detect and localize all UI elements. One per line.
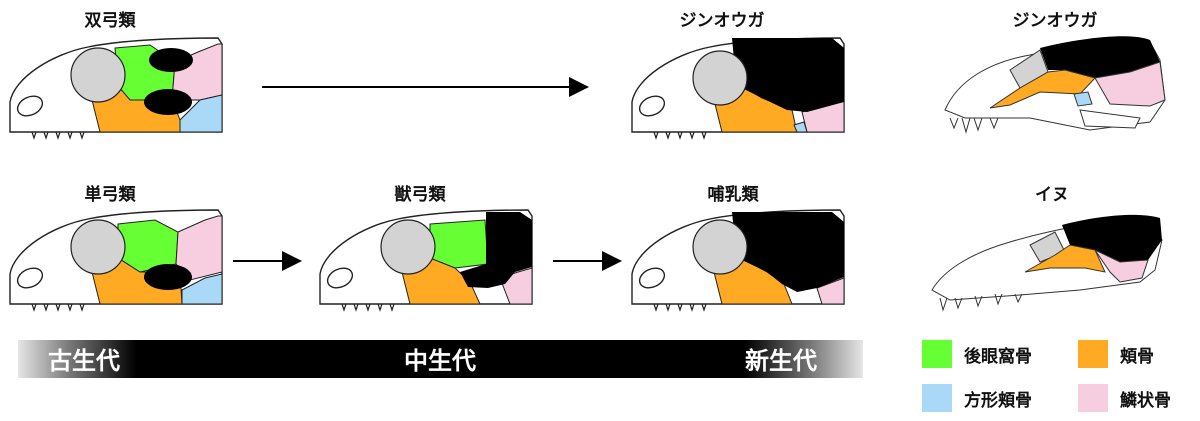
postorbital-bone xyxy=(429,219,489,269)
orbit xyxy=(692,219,748,275)
quadratojugal-bone xyxy=(179,94,223,133)
era-mesozoic: 中生代 xyxy=(404,347,476,375)
legend-label: 方形頬骨 xyxy=(964,390,1032,411)
skull-jinouga-real xyxy=(944,36,1166,134)
legend-label: 後眼窩骨 xyxy=(964,346,1032,367)
fused-fenestra xyxy=(732,212,844,292)
label-synapsid: 単弓類 xyxy=(84,185,136,205)
temporal-fenestra xyxy=(460,212,532,288)
skull-mammal xyxy=(631,209,845,311)
legend-swatch xyxy=(1078,340,1108,368)
label-dog: イヌ xyxy=(1035,185,1069,205)
era-cenozoic: 新生代 xyxy=(745,347,817,375)
jugal-bone xyxy=(1024,244,1106,273)
skull-diapsid xyxy=(9,37,223,139)
legend-swatch xyxy=(922,340,952,368)
lower-temporal-fenestra xyxy=(144,89,192,115)
skull-jinouga-diapsid xyxy=(631,37,845,139)
orbit xyxy=(70,47,126,103)
label-mammal: 哺乳類 xyxy=(707,185,759,205)
skull-synapsid xyxy=(9,209,223,311)
squamosal-bone xyxy=(1093,248,1149,283)
jugal-bone xyxy=(989,69,1096,109)
legend-label: 鱗状骨 xyxy=(1120,390,1171,411)
label-therapsid: 獣弓類 xyxy=(394,185,446,205)
quadratojugal-bone xyxy=(793,121,808,133)
legend-swatch xyxy=(922,384,952,412)
quadratojugal-bone xyxy=(1073,91,1093,107)
skull-therapsid xyxy=(319,209,533,311)
orbit xyxy=(380,219,436,275)
label-diapsid: 双弓類 xyxy=(84,11,136,31)
label-jinouga-real: ジンオウガ xyxy=(1012,11,1098,31)
legend-squamosal: 鱗状骨 xyxy=(1078,384,1171,412)
orbit xyxy=(692,50,748,106)
legend-quadratojugal: 方形頬骨 xyxy=(922,384,1032,412)
upper-temporal-fenestra xyxy=(149,48,193,72)
legend-postorbital: 後眼窩骨 xyxy=(922,340,1032,368)
orbit xyxy=(70,219,126,275)
fused-fenestra xyxy=(732,38,844,112)
squamosal-bone xyxy=(816,277,845,305)
geologic-timeline xyxy=(18,340,863,378)
fused-fenestra xyxy=(1040,36,1160,78)
legend-jugal: 頬骨 xyxy=(1078,340,1154,368)
legend-label: 頬骨 xyxy=(1120,346,1154,367)
legend-swatch xyxy=(1078,384,1108,412)
quadratojugal-bone xyxy=(181,273,223,305)
skull-dog xyxy=(931,214,1163,312)
era-paleozoic: 古生代 xyxy=(48,347,120,375)
temporal-fenestra xyxy=(144,264,192,290)
fused-fenestra xyxy=(1062,214,1162,262)
label-jinouga-diapsid-result: ジンオウガ xyxy=(679,11,765,31)
squamosal-bone xyxy=(1094,61,1166,107)
